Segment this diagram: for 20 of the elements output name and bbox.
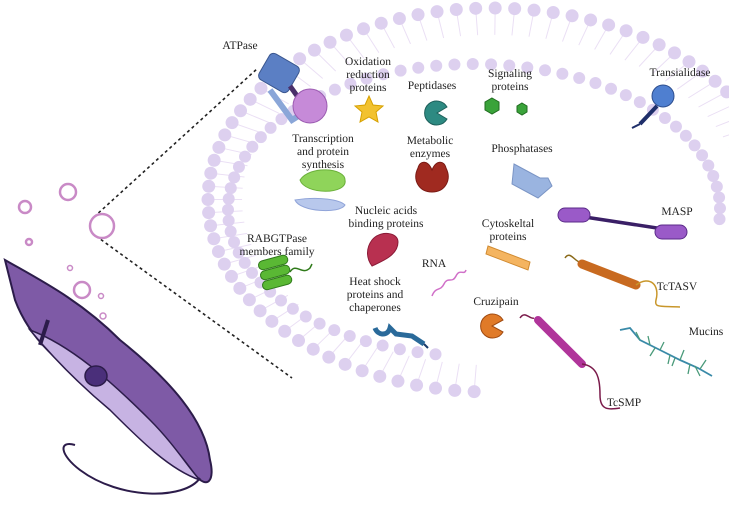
protein-label: RABGTPase members family <box>238 233 316 259</box>
protein-label: TcTASV <box>656 281 698 294</box>
protein-label: Oxidation reduction proteins <box>344 56 392 95</box>
protein-label: Signaling proteins <box>486 68 534 94</box>
protein-label: MASP <box>660 206 694 219</box>
membrane-drawing <box>202 2 729 398</box>
protein-label: Cruzipain <box>472 296 520 309</box>
protein-label: Peptidases <box>406 80 458 93</box>
protein-label: Transialidase <box>648 67 712 80</box>
protein-label: RNA <box>420 258 448 271</box>
protein-label: TcSMP <box>606 397 642 410</box>
protein-label: ATPase <box>221 40 259 53</box>
protein-label: Mucins <box>688 326 724 339</box>
protein-label: Heat shock proteins and chaperones <box>346 276 404 315</box>
vesicle-icon <box>88 212 116 240</box>
protein-label: Nucleic acids binding proteins <box>347 205 425 231</box>
protein-label: Cytoskeltal proteins <box>480 218 536 244</box>
protein-label: Transcription and protein synthesis <box>291 133 355 172</box>
protein-label: Phosphatases <box>490 143 554 156</box>
protein-label: Metabolic enzymes <box>406 135 454 161</box>
